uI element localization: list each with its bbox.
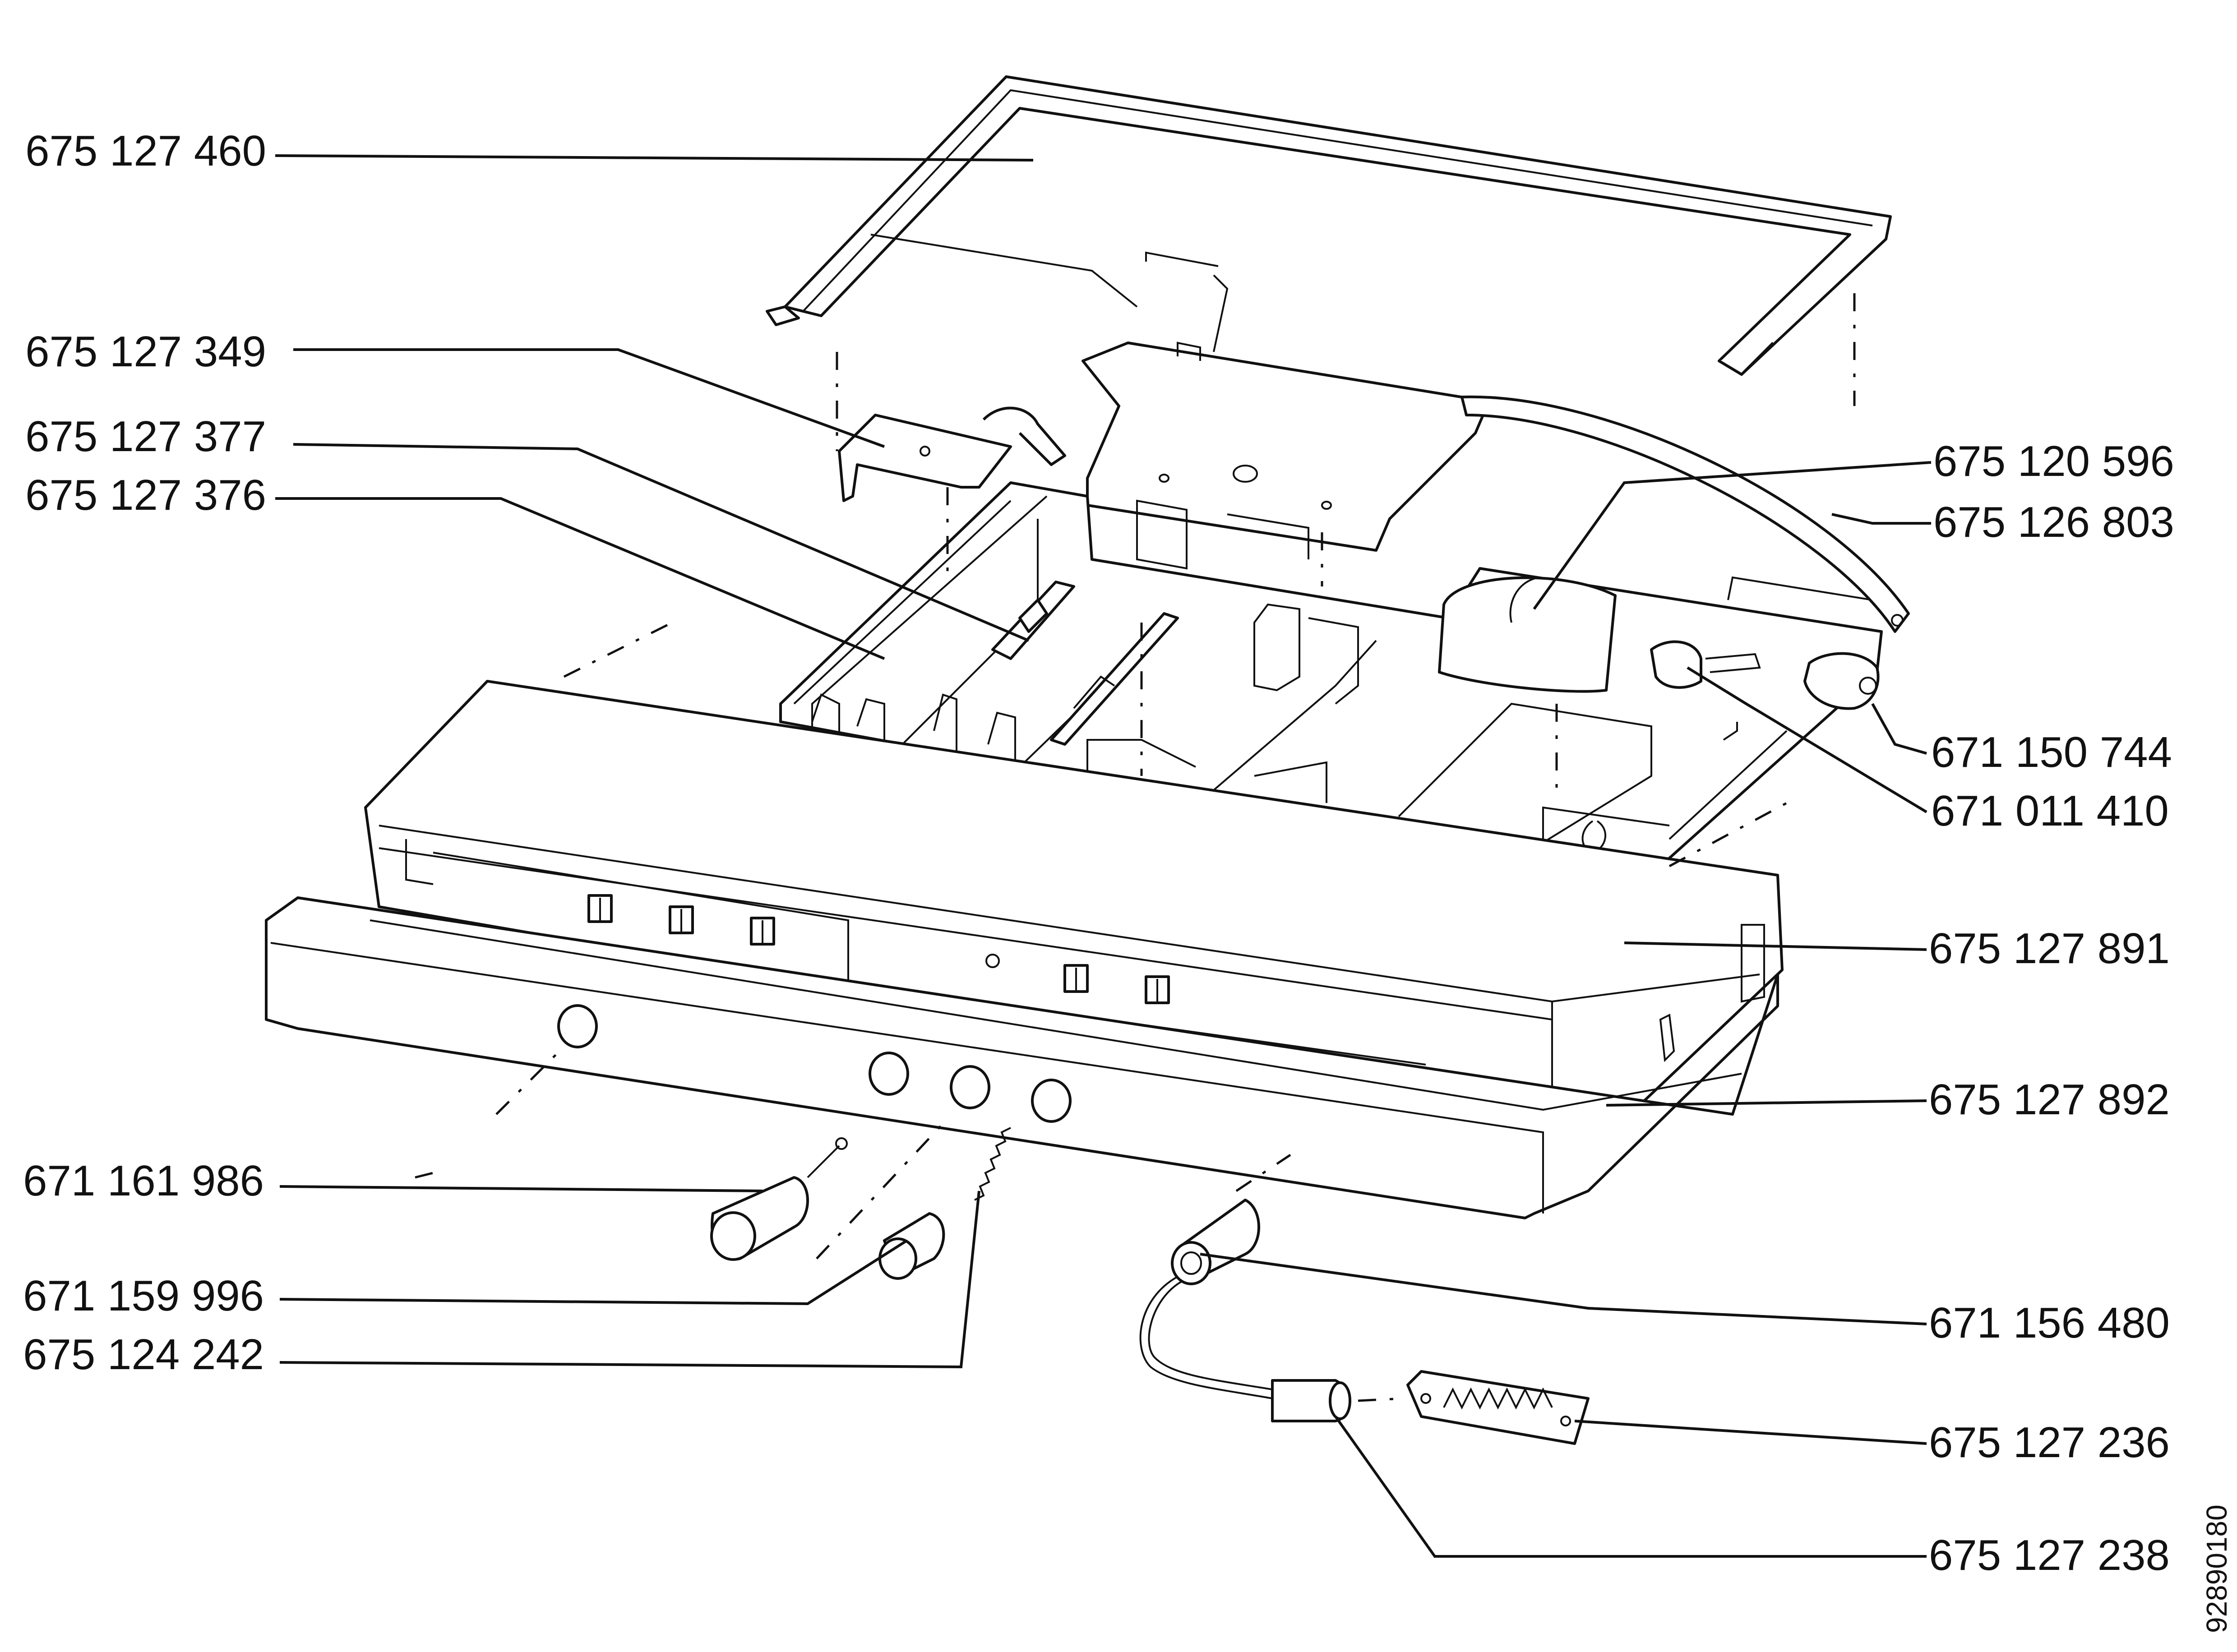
part-label-l7: 675 124 242 (23, 1330, 264, 1379)
right-labels: 675 120 596 675 126 803 671 150 744 671 … (1929, 437, 2174, 1579)
bracket-part (838, 406, 1066, 502)
leader-r7 (1200, 1253, 1927, 1325)
leader-lines (275, 154, 1932, 1558)
leader-r6 (1606, 1099, 1927, 1107)
leader-l1 (275, 154, 1034, 162)
part-label-l4: 675 127 376 (25, 471, 266, 519)
part-label-r3: 671 150 744 (1931, 728, 2172, 776)
leader-r5 (1624, 941, 1927, 951)
part-label-r8: 675 127 236 (1929, 1418, 2170, 1467)
panel-switch-4 (1063, 964, 1089, 993)
part-label-r6: 675 127 892 (1929, 1075, 2170, 1124)
leader-r9 (1334, 1416, 1927, 1558)
leader-r3 (1871, 703, 1927, 755)
part-label-r4: 671 011 410 (1931, 787, 2169, 835)
leader-r1 (1533, 461, 1932, 610)
knob-hole-3 (950, 1065, 990, 1109)
leader-l4 (275, 497, 885, 660)
lid-cover (766, 75, 1892, 376)
knob-hole-2 (869, 1052, 909, 1096)
lamp-socket-cable (1139, 1199, 1351, 1422)
terminal-block (1406, 1370, 1590, 1445)
part-label-r9: 675 127 238 (1929, 1531, 2170, 1579)
leader-l5 (279, 1185, 763, 1192)
outer-frame (265, 896, 1779, 1219)
panel-switch-2 (669, 905, 694, 934)
leader-r2 (1831, 513, 1931, 525)
drawing-number: 92890180 (2200, 1504, 2233, 1633)
part-label-l3: 675 127 377 (25, 412, 266, 461)
panel-switch-1 (587, 894, 613, 923)
lamp-holder (1438, 395, 1910, 710)
panel-switch-3 (750, 917, 775, 946)
leader-r4 (1687, 666, 1927, 813)
circuit-board (1082, 274, 1490, 570)
part-label-l1: 675 127 460 (25, 127, 266, 175)
left-labels: 675 127 460 675 127 349 675 127 377 675 … (23, 127, 266, 1379)
spring-675124242 (974, 1127, 1011, 1201)
leader-l2 (293, 348, 885, 448)
knob-hole-1 (557, 1004, 598, 1048)
leader-r8 (1574, 1420, 1927, 1445)
switch-assembly (811, 581, 1179, 762)
leader-l3 (293, 443, 1030, 642)
knob-hole-4 (1031, 1079, 1072, 1123)
part-label-r7: 671 156 480 (1929, 1299, 2170, 1347)
part-label-l5: 671 161 986 (23, 1157, 264, 1205)
part-label-l6: 671 159 996 (23, 1272, 264, 1320)
part-label-r5: 675 127 891 (1929, 924, 2170, 973)
leader-l6 (279, 1239, 908, 1306)
part-label-r2: 675 126 803 (1933, 498, 2174, 546)
part-label-r1: 675 120 596 (1933, 437, 2174, 485)
part-label-l2: 675 127 349 (25, 328, 266, 376)
leader-l7 (279, 1191, 980, 1369)
panel-switch-5 (1145, 975, 1170, 1004)
knob-671159996 (878, 1212, 945, 1280)
knob-671161986 (710, 1137, 848, 1261)
assembly-axes (415, 293, 1856, 1402)
